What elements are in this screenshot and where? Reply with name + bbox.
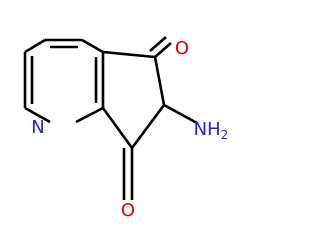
bond-c7-c7a	[101, 107, 134, 149]
amine-subscript: 2	[221, 128, 229, 142]
molecule-structure: N O O NH2	[23, 36, 229, 221]
bond-c5-o-top-second	[149, 36, 167, 52]
atom-o-top: O	[175, 38, 189, 59]
bond-c2-c3	[24, 38, 46, 54]
structure-canvas: N O O NH2	[23, 36, 229, 221]
bond-c4a-c5	[102, 50, 156, 59]
atom-o-bottom: O	[121, 200, 135, 221]
atom-amine: NH2	[194, 119, 229, 143]
bond-c6-c7	[130, 104, 166, 149]
bond-n-c2	[24, 106, 51, 124]
bond-c7a-n	[75, 106, 104, 124]
bond-c5-c6	[153, 56, 166, 106]
bond-c4-c4a	[81, 38, 104, 54]
bond-c5-o-top	[154, 42, 172, 58]
atom-n-ring: N	[31, 117, 44, 138]
bond-c6-n-amine	[163, 103, 198, 125]
